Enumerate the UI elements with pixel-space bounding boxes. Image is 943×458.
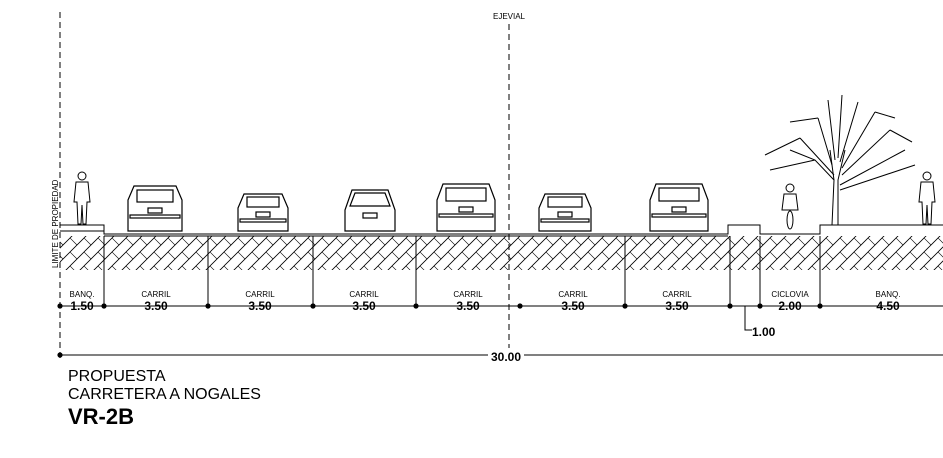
segment-value: 3.50 <box>665 299 689 313</box>
caption-line-1: PROPUESTA <box>68 368 166 385</box>
segment-label: BANQ. <box>70 290 95 299</box>
segment-label: CARRIL <box>453 290 483 299</box>
segment-labels: BANQ. 1.50 CARRIL 3.50 CARRIL 3.50 CARRI… <box>70 290 901 313</box>
separator-leader <box>744 306 752 331</box>
segment-label: CARRIL <box>349 290 379 299</box>
segment-value: 4.50 <box>876 299 900 313</box>
segment-label: CARRIL <box>662 290 692 299</box>
car-icon <box>237 193 289 232</box>
separator-dimension: 1.00 <box>752 325 776 339</box>
car-icon <box>344 189 396 232</box>
car-icon <box>127 185 183 232</box>
axis-label: EJEVIAL <box>493 12 526 21</box>
segment-label: CICLOVIA <box>771 290 809 299</box>
extension-lines <box>103 236 821 306</box>
car-icon <box>649 183 709 232</box>
segment-label: CARRIL <box>558 290 588 299</box>
pedestrian-left-icon <box>73 171 91 225</box>
segment-value: 3.50 <box>561 299 585 313</box>
segment-value: 3.50 <box>456 299 480 313</box>
property-limit-label: LIMITE DE PROPIEDAD <box>51 179 60 268</box>
car-icon <box>436 183 496 232</box>
segment-value: 3.50 <box>248 299 272 313</box>
segment-label: BANQ. <box>876 290 901 299</box>
caption-code: VR-2B <box>68 404 134 429</box>
segment-value: 2.00 <box>778 299 802 313</box>
segment-value: 3.50 <box>144 299 168 313</box>
segment-label: CARRIL <box>245 290 275 299</box>
segment-value: 3.50 <box>352 299 376 313</box>
tree-icon <box>764 94 916 226</box>
dimension-ticks <box>57 303 823 309</box>
pedestrian-right-icon <box>918 171 936 225</box>
segment-label: CARRIL <box>141 290 171 299</box>
caption-line-2: CARRETERA A NOGALES <box>68 386 261 403</box>
total-width-value: 30.00 <box>491 350 521 364</box>
segment-value: 1.50 <box>70 299 94 313</box>
ground-profile <box>60 224 943 270</box>
cyclist-icon <box>781 183 799 230</box>
car-icon <box>538 193 592 232</box>
